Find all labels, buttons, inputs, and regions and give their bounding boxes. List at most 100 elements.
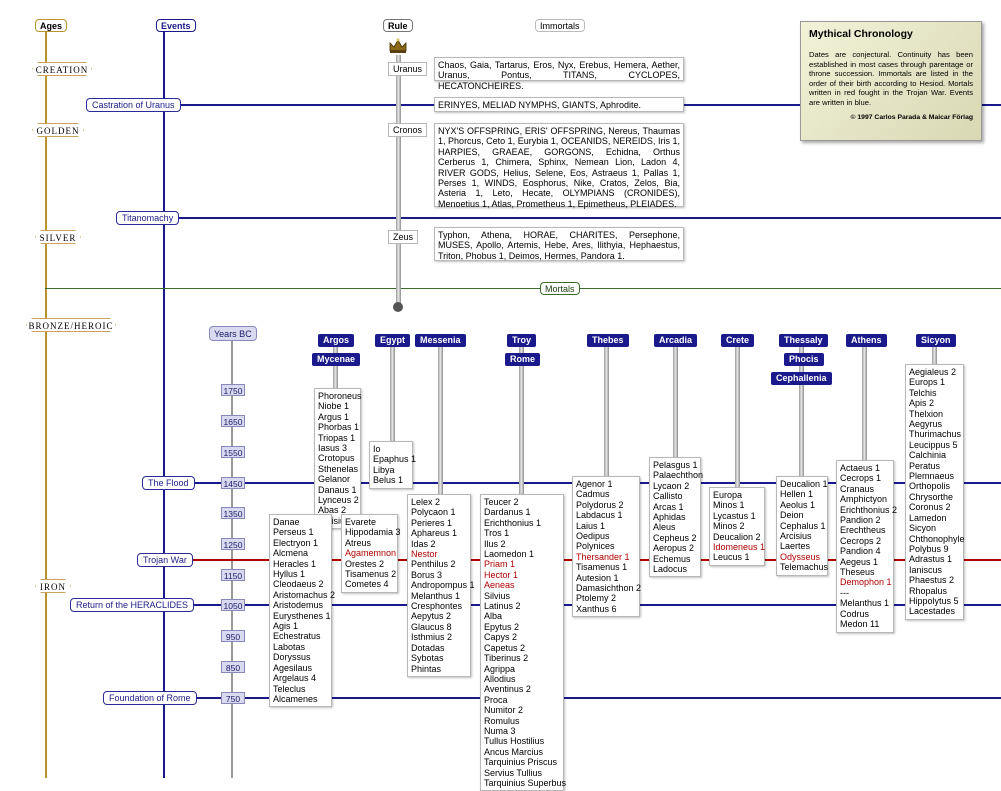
- crown-icon: [388, 38, 408, 54]
- events-timeline: [163, 30, 165, 778]
- pole-thessaly: [799, 345, 804, 477]
- mortal-name: Lycastus 1: [713, 510, 756, 521]
- place-thessaly: Thessaly: [779, 334, 828, 347]
- ruler-uranus: Uranus: [388, 62, 428, 76]
- mortal-name: Damasichthon 2: [576, 583, 642, 594]
- mortal-name: Agesilaus: [273, 662, 313, 673]
- mortal-name: Adrastus 1: [909, 554, 953, 565]
- mortal-name: Aleus: [653, 522, 676, 533]
- mortal-name: Cleodaeus 2: [273, 579, 324, 590]
- mortal-name: Cecrops 2: [840, 535, 882, 546]
- rule-pole-knob: [393, 302, 403, 312]
- mortal-name: Coronus 2: [909, 502, 951, 513]
- mortal-name: Polycaon 1: [411, 507, 456, 518]
- year-1750: 1750: [221, 384, 245, 396]
- info-title: Mythical Chronology: [809, 28, 913, 40]
- mortal-name: Hyllus 1: [273, 569, 306, 580]
- mortal-name: Ianiscus: [909, 564, 943, 575]
- pole-argos: [333, 345, 338, 390]
- mortal-name: Iasus 3: [318, 443, 348, 454]
- mortal-name: Deucalion 2: [713, 531, 761, 542]
- age-creation: CREATION: [32, 62, 92, 76]
- place-messenia: Messenia: [415, 334, 466, 347]
- mortal-name: Rhopalus: [909, 585, 948, 596]
- mortal-name: Danae: [273, 517, 300, 527]
- pole-arcadia: [673, 345, 678, 458]
- mortal-name: Apis 2: [909, 398, 935, 409]
- info-text: Dates are conjectural. Continuity has be…: [809, 50, 973, 107]
- mortal-name: Cadmus: [576, 489, 610, 500]
- mortal-name: Phaestus 2: [909, 575, 955, 586]
- mortal-name: Lamedon: [909, 512, 947, 523]
- mortal-name: Lycaon 2: [653, 480, 690, 491]
- mortal-name: Thelxion: [909, 408, 944, 419]
- mortal-name: Demophon 1: [840, 577, 892, 588]
- mortal-name: Cometes 4: [345, 579, 389, 590]
- mortal-name: Tisamenus 1: [576, 562, 628, 573]
- place-troy: Troy: [507, 334, 537, 347]
- mortal-name: Labotas: [273, 641, 306, 652]
- mortal-name: Thersander 1: [576, 551, 630, 562]
- mortal-name: Leucus 1: [713, 552, 750, 563]
- event-titanomachy: Titanomachy: [116, 211, 180, 225]
- place-athens: Athens: [846, 334, 887, 347]
- mortal-name: Cepheus 2: [653, 532, 697, 543]
- mortal-name: Lynceus 2: [318, 495, 359, 506]
- events-header: Events: [156, 19, 196, 32]
- mortal-name: Thurimachus: [909, 429, 962, 440]
- mortal-name: Lelex 2: [411, 497, 441, 507]
- place-mycenae: Mycenae: [312, 353, 361, 366]
- info-copyright: © 1997 Carlos Parada & Maicar Förlag: [850, 113, 974, 121]
- event-return-of-heraclides: Return of the HERACLIDES: [70, 598, 195, 612]
- mortal-name: Peratus: [909, 460, 941, 471]
- mortal-name: Erichthonius 2: [840, 504, 898, 515]
- place-sicyon: Sicyon: [916, 334, 956, 347]
- mortal-name: Medon 11: [840, 619, 880, 630]
- mortal-name: Laertes: [780, 541, 811, 552]
- mortal-name: Europa: [713, 490, 743, 500]
- ages-timeline: [45, 30, 47, 778]
- mortal-name: Oedipus: [576, 531, 610, 542]
- immortals-cronos: NYX'S OFFSPRING, ERIS' OFFSPRING, Nereus…: [434, 123, 684, 209]
- ruler-zeus: Zeus: [388, 230, 419, 244]
- mortal-name: Telchis: [909, 387, 937, 398]
- place-phocis: Phocis: [784, 353, 824, 366]
- mortal-name: Numitor 2: [484, 705, 524, 716]
- mortal-name: Melanthus 1: [411, 590, 461, 601]
- mortal-name: Agis 1: [273, 621, 299, 632]
- mortal-name: Minos 2: [713, 521, 745, 532]
- mortal-name: Deucalion 1: [780, 479, 828, 489]
- age-silver: SILVER: [35, 230, 81, 244]
- mortal-name: Ancus Marcius: [484, 746, 544, 757]
- mortal-name: Teleclus: [273, 683, 306, 694]
- mortal-name: Perseus 1: [273, 527, 314, 538]
- mortal-name: Telemachus: [780, 562, 829, 573]
- mortal-name: Libya: [373, 464, 395, 475]
- year-1050: 1050: [221, 599, 245, 611]
- mortal-name: Hellen 1: [780, 489, 814, 500]
- immortals-header: Immortals: [535, 19, 585, 32]
- mortal-name: Hector 1: [484, 569, 519, 580]
- mortal-name: Xanthus 6: [576, 603, 617, 614]
- mortal-name: Callisto: [653, 491, 683, 502]
- mortal-name: Perieres 1: [411, 517, 453, 528]
- mortal-name: Orthopolis: [909, 481, 951, 492]
- mortal-name: Amphictyon: [840, 494, 888, 505]
- mortal-name: Tarquinius Superbus: [484, 777, 567, 788]
- mortal-name: Deion: [780, 510, 804, 521]
- mortal-name: Melanthus 1: [840, 598, 890, 609]
- mortal-name: Echemus: [653, 553, 691, 564]
- mortal-name: Palaechthon: [653, 470, 704, 481]
- mortal-name: Chthonophyle: [909, 533, 965, 544]
- mortal-name: Aventinus 2: [484, 684, 531, 695]
- mortal-name: Phintas: [411, 663, 442, 674]
- mortal-name: Dardanus 1: [484, 507, 531, 518]
- pole-thebes: [604, 345, 609, 477]
